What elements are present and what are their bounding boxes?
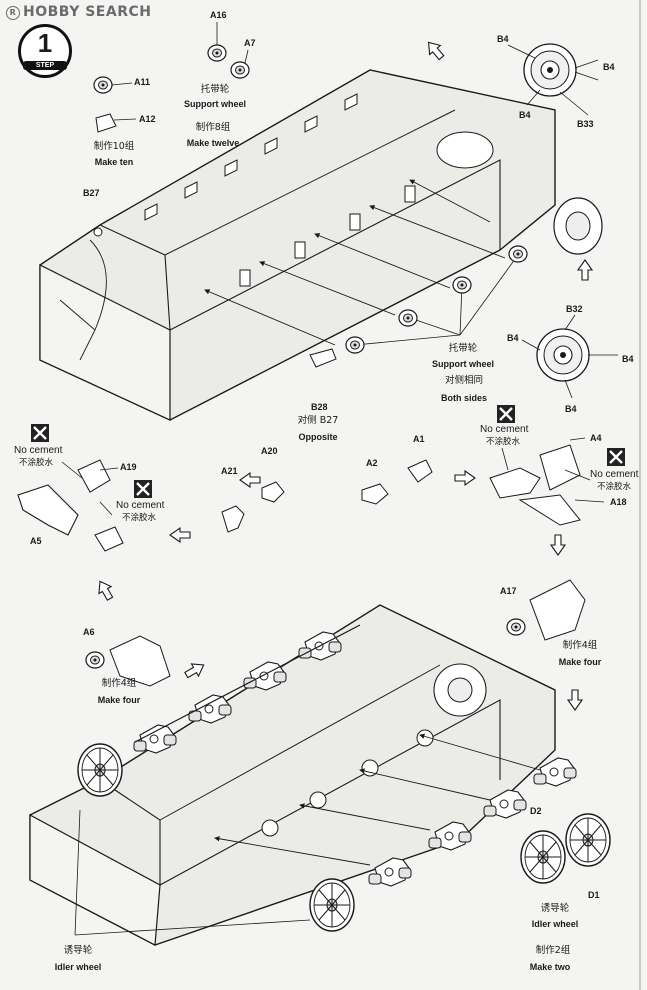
make-twelve-cn: 制作8组 (195, 122, 231, 133)
part-a21 (221, 505, 245, 533)
label-a1: A1 (413, 434, 425, 444)
no-cement-cn: 不涂胶水 (486, 437, 521, 447)
label-d1: D1 (588, 890, 600, 900)
lower-hull (29, 604, 556, 946)
label-a17: A17 (500, 586, 517, 596)
idler-wheel2-cn: 诱导轮 (63, 945, 93, 956)
no-cement-en: No cement (14, 445, 63, 456)
no-cement-en: No cement (590, 469, 639, 480)
label-a19: A19 (120, 462, 137, 472)
step-badge: 1 STEP (18, 24, 72, 78)
make-two-cn: 制作2组 (535, 945, 571, 956)
no-cement-icon (497, 405, 515, 423)
part-a18-assembly (489, 444, 581, 526)
label-d2: D2 (530, 806, 542, 816)
support-wheel-en: Support wheel (183, 99, 247, 109)
label-b28: B28 (311, 402, 328, 412)
no-cement-cn: 不涂胶水 (122, 513, 157, 523)
idler-wheel-en: Idler wheel (531, 919, 579, 929)
part-a20 (261, 481, 285, 503)
no-cement-en: No cement (116, 500, 165, 511)
support-wheel-cn: 托带轮 (200, 84, 230, 95)
opposite-cn: 对侧 B27 (297, 415, 339, 426)
step-word: STEP (23, 61, 67, 70)
part-a17-assembly (506, 579, 586, 641)
sprocket-b33 (523, 43, 577, 97)
support-wheel2-en: Support wheel (431, 359, 495, 369)
make-four-cn: 制作4组 (101, 678, 137, 689)
label-a4: A4 (590, 433, 602, 443)
label-b4: B4 (622, 354, 634, 364)
support-wheel2-cn: 托带轮 (448, 343, 478, 354)
no-cement-cn: 不涂胶水 (597, 482, 632, 492)
no-cement-icon (607, 448, 625, 466)
part-a5-assembly (17, 459, 124, 552)
label-a16: A16 (210, 10, 227, 20)
no-cement-icon (31, 424, 49, 442)
bogie-row-top (133, 624, 361, 754)
both-sides-en: Both sides (440, 393, 488, 403)
label-b27: B27 (83, 188, 100, 198)
label-a2: A2 (366, 458, 378, 468)
upper-hull (39, 69, 556, 421)
make-four2-cn: 制作4组 (562, 640, 598, 651)
part-a6-assembly (85, 635, 171, 687)
label-a18: A18 (610, 497, 627, 507)
label-a5: A5 (30, 536, 42, 546)
label-b4: B4 (565, 404, 577, 414)
label-a20: A20 (261, 446, 278, 456)
part-a1 (407, 459, 433, 483)
no-cement-cn: 不涂胶水 (19, 458, 54, 468)
no-cement-icon (134, 480, 152, 498)
sprocket-b32 (536, 328, 590, 382)
make-twelve-en: Make twelve (186, 138, 240, 148)
label-b4: B4 (603, 62, 615, 72)
label-b32: B32 (566, 304, 583, 314)
idler-wheel2-en: Idler wheel (54, 962, 102, 972)
idler-wheel-d2 (520, 830, 566, 884)
label-a12: A12 (139, 114, 156, 124)
make-two-en: Make two (529, 962, 571, 972)
idler-wheel-rear (77, 743, 123, 797)
label-b33: B33 (577, 119, 594, 129)
label-a7: A7 (244, 38, 256, 48)
label-b4: B4 (519, 110, 531, 120)
label-a21: A21 (221, 466, 238, 476)
label-b4: B4 (507, 333, 519, 343)
make-ten-cn: 制作10组 (93, 141, 135, 152)
idler-wheel-cn: 诱导轮 (540, 903, 570, 914)
label-a11: A11 (134, 77, 151, 87)
step-number: 1 (37, 28, 53, 58)
no-cement-en: No cement (480, 424, 529, 435)
idler-wheel-front (309, 878, 355, 932)
label-a6: A6 (83, 627, 95, 637)
both-sides-cn: 对侧相同 (444, 375, 484, 386)
idler-wheel-d1 (565, 813, 611, 867)
label-b4: B4 (497, 34, 509, 44)
make-four2-en: Make four (558, 657, 602, 667)
make-ten-en: Make ten (94, 157, 134, 167)
make-four-en: Make four (97, 695, 141, 705)
opposite-en: Opposite (298, 432, 338, 442)
part-a2 (361, 483, 389, 505)
